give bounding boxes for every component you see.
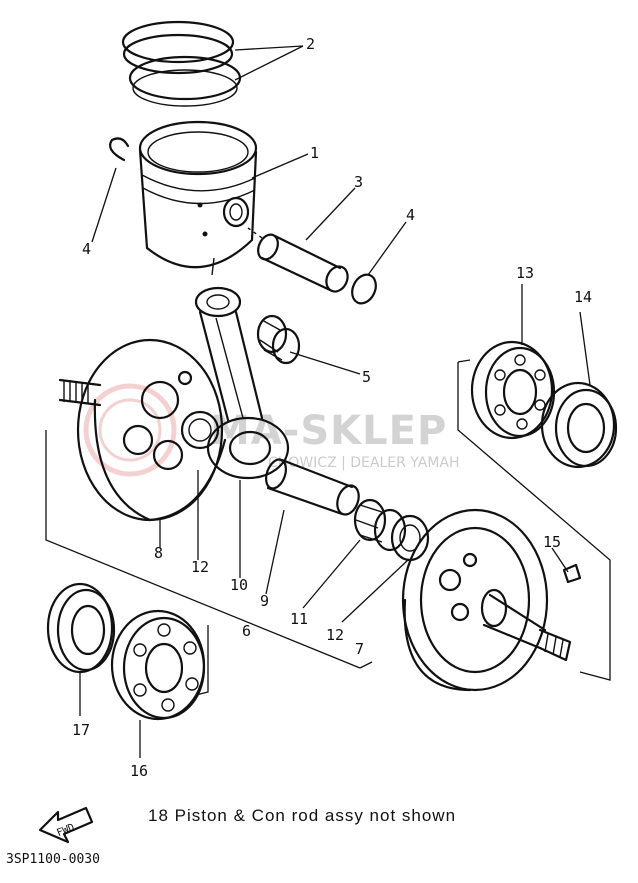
callout-15: 15 xyxy=(543,533,561,551)
diagram-code: 3SP1100-0030 xyxy=(6,852,100,867)
callout-12-right: 12 xyxy=(326,626,344,644)
callout-3: 3 xyxy=(354,173,363,191)
callout-numbers: 2 1 3 4 4 5 13 14 8 12 10 9 6 11 12 7 15… xyxy=(72,35,592,780)
callout-7: 7 xyxy=(355,640,364,658)
callout-12-left: 12 xyxy=(191,558,209,576)
piston-rings xyxy=(121,20,242,107)
callout-4-left: 4 xyxy=(82,240,91,258)
callout-5: 5 xyxy=(362,368,371,386)
woodruff-key xyxy=(562,563,582,584)
oil-seal-17 xyxy=(46,582,116,674)
callout-9: 9 xyxy=(260,592,269,610)
bearing-16 xyxy=(110,609,206,721)
assembly-note: 18 Piston & Con rod assy not shown xyxy=(148,806,457,825)
callout-1: 1 xyxy=(310,144,319,162)
callout-6: 6 xyxy=(242,622,251,640)
watermark-subtext: CHOWICZ | DEALER YAMAH xyxy=(268,455,460,471)
leader-lines xyxy=(79,45,591,758)
connecting-rod xyxy=(194,286,290,480)
callout-16: 16 xyxy=(130,762,148,780)
callout-11: 11 xyxy=(290,610,308,628)
big-end-bearing xyxy=(353,498,407,552)
piston-pin xyxy=(257,233,349,293)
callout-8: 8 xyxy=(154,544,163,562)
crank-right xyxy=(401,508,572,692)
callout-2: 2 xyxy=(306,35,315,53)
bearing-13 xyxy=(470,340,556,440)
circlip-left xyxy=(109,137,130,162)
circlip-right xyxy=(351,273,377,305)
oil-seal-14 xyxy=(540,381,618,469)
watermark-logo xyxy=(83,383,177,477)
callout-17: 17 xyxy=(72,721,90,739)
crank-pin xyxy=(265,458,360,516)
fwd-arrow-icon: FWD xyxy=(38,806,94,844)
grouping-brackets xyxy=(45,359,611,696)
small-end-bearing xyxy=(256,314,301,365)
callout-13: 13 xyxy=(516,264,534,282)
callout-10: 10 xyxy=(230,576,248,594)
callout-4-right: 4 xyxy=(406,206,415,224)
crank-left xyxy=(58,338,227,522)
piston xyxy=(138,120,258,276)
callout-14: 14 xyxy=(574,288,592,306)
